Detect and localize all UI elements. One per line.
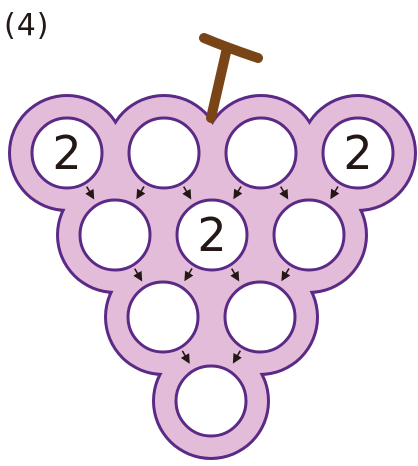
number-cell-r1c2[interactable] — [129, 118, 199, 188]
number-cell-r2c2[interactable]: 2 — [177, 200, 247, 270]
number-cell-r2c3[interactable] — [274, 200, 344, 270]
cell-circle — [176, 366, 246, 436]
cell-circle — [274, 200, 344, 270]
number-cell-r1c1[interactable]: 2 — [32, 118, 102, 188]
cell-value: 2 — [343, 126, 372, 180]
cell-circle — [129, 118, 199, 188]
stem-crossbar — [204, 38, 258, 58]
cell-value: 2 — [197, 208, 226, 262]
number-cell-r1c3[interactable] — [226, 118, 296, 188]
number-cell-r4c1[interactable] — [176, 366, 246, 436]
cell-value: 2 — [52, 126, 81, 180]
cell-circle — [128, 282, 198, 352]
cell-circle — [226, 118, 296, 188]
number-cell-r1c4[interactable]: 2 — [323, 118, 393, 188]
number-cell-r2c1[interactable] — [80, 200, 150, 270]
number-cell-r3c2[interactable] — [225, 282, 295, 352]
cell-circle — [225, 282, 295, 352]
number-cell-r3c1[interactable] — [128, 282, 198, 352]
cell-circle — [80, 200, 150, 270]
